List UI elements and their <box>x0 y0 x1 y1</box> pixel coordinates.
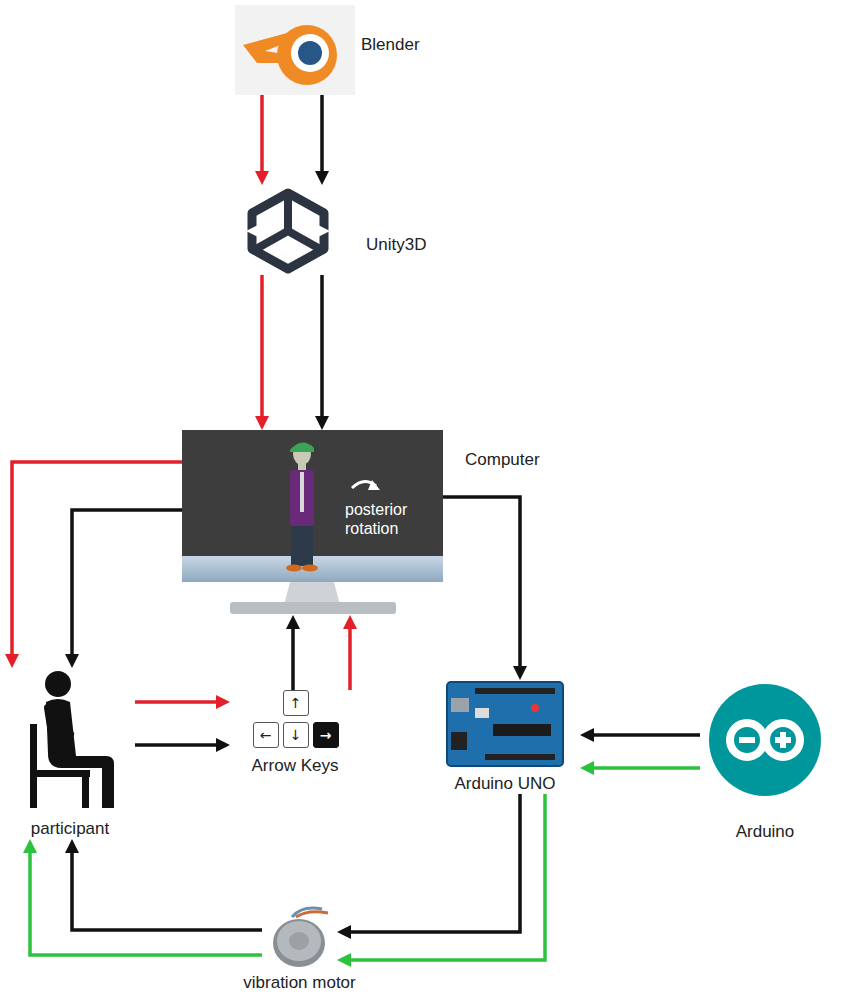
key-arrow: → <box>320 727 332 743</box>
flow-arrow <box>65 510 182 668</box>
flow-arrow <box>343 615 357 690</box>
arduino-uno-board <box>445 680 565 768</box>
computer-monitor <box>182 430 443 615</box>
node-label: Arduino UNO <box>454 774 555 794</box>
blender-logo <box>235 5 355 95</box>
flow-arrow <box>255 275 269 430</box>
flow-arrow <box>315 275 329 430</box>
arduino-node: Arduino <box>700 680 830 842</box>
node-label: vibration motor <box>243 973 355 993</box>
key-arrow: ↓ <box>290 727 302 743</box>
key-arrow: ← <box>260 727 272 743</box>
board-node: Arduino UNO <box>430 680 580 794</box>
software-node: Unity3D <box>238 185 426 275</box>
flow-arrow <box>5 462 182 668</box>
arduino-logo <box>705 680 825 800</box>
key-cap: ↓ <box>283 722 309 748</box>
flow-arrow <box>286 615 300 690</box>
key-cap: ← <box>253 722 279 748</box>
flow-arrow <box>580 761 700 775</box>
node-label: Blender <box>361 35 420 55</box>
flow-arrow <box>135 695 230 709</box>
flow-arrow <box>135 738 230 752</box>
key-arrow: ↑ <box>290 695 302 711</box>
participant-figure <box>10 668 130 813</box>
software-node: Blender <box>235 5 420 95</box>
node-label: Unity3D <box>366 235 426 255</box>
computer-node: Computerposterior rotation <box>182 430 443 615</box>
annotation-text: posterior rotation <box>345 500 427 538</box>
node-label: participant <box>31 819 109 839</box>
flow-arrow <box>65 839 262 930</box>
flow-arrow <box>443 497 527 680</box>
node-label: Arduino <box>736 822 795 842</box>
node-label: Arrow Keys <box>252 756 339 776</box>
node-label: Computer <box>465 450 540 470</box>
flow-arrow <box>337 794 545 967</box>
flow-arrow <box>337 794 520 939</box>
vibration-motor <box>262 905 337 970</box>
key-cap: ↑ <box>283 690 309 716</box>
unity-logo <box>238 185 338 275</box>
participant-node: participant <box>5 668 135 839</box>
key-cap: → <box>313 722 339 748</box>
flow-arrow <box>255 95 269 185</box>
motor-node: vibration motor <box>262 905 337 970</box>
keyboard-node: ↑ ← ↓ → Arrow Keys <box>230 690 360 776</box>
flow-arrow <box>580 728 700 742</box>
flow-arrow <box>315 95 329 185</box>
arrow-keys-icon: ↑ ← ↓ → <box>243 690 348 750</box>
flow-arrow <box>23 839 262 955</box>
